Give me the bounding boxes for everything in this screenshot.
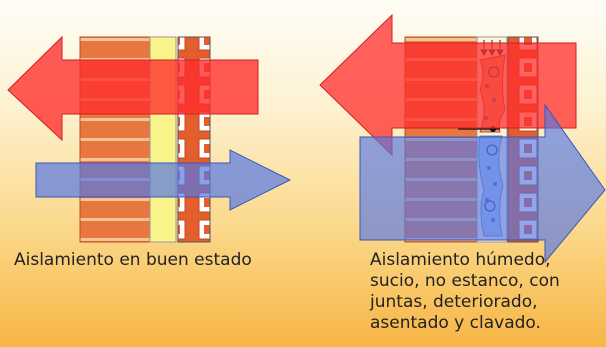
heat-flow-arrow	[7, 35, 259, 142]
caption-line: juntas, deteriorado,	[370, 292, 538, 312]
caption-wet-insulation: Aislamiento húmedo, sucio, no estanco, c…	[370, 250, 560, 334]
caption-line: asentado y clavado.	[370, 313, 541, 333]
caption-line: Aislamiento húmedo,	[370, 250, 551, 270]
cold-flow-arrow-right	[359, 103, 606, 264]
caption-line: sucio, no estanco, con	[370, 271, 560, 291]
cold-flow-arrow	[35, 149, 292, 211]
caption-good-insulation: Aislamiento en buen estado	[14, 250, 252, 270]
